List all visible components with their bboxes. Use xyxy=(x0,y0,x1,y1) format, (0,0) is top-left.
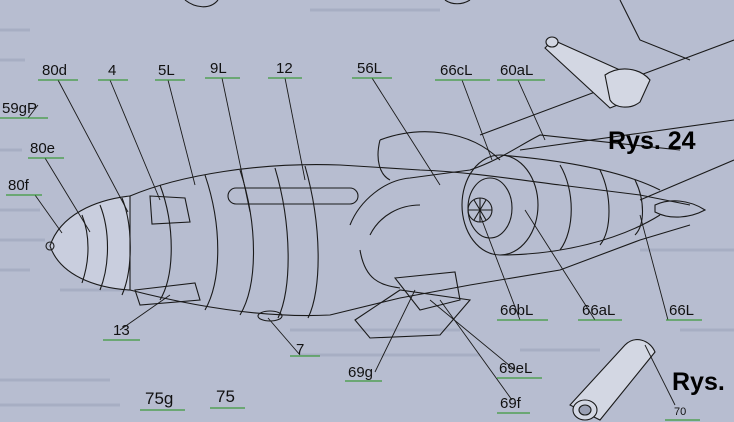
nose-section xyxy=(45,39,734,339)
label-69g: 69g xyxy=(348,364,374,381)
top-fragments xyxy=(184,0,691,61)
label-66bL: 66bL xyxy=(500,302,534,319)
label-80e: 80e xyxy=(30,140,56,157)
label-75: 75 xyxy=(216,387,235,406)
part-70-cylinder xyxy=(569,339,656,421)
label-13: 13 xyxy=(113,322,130,339)
label-70: 70 xyxy=(674,406,687,418)
label-59gP: 59gP xyxy=(2,100,38,117)
spinner xyxy=(49,195,131,291)
label-60aL: 60aL xyxy=(500,62,534,79)
wing-root xyxy=(349,134,681,226)
label-69eL: 69eL xyxy=(499,360,533,377)
label-5L: 5L xyxy=(158,62,175,79)
label-80f: 80f xyxy=(8,177,29,194)
label-12: 12 xyxy=(276,60,293,77)
label-4: 4 xyxy=(108,62,117,79)
background-text-lines xyxy=(0,8,734,407)
label-underlines xyxy=(0,77,702,421)
part-69 xyxy=(393,271,461,311)
intake-66 xyxy=(461,154,661,256)
label-66aL: 66aL xyxy=(582,302,616,319)
label-66cL: 66cL xyxy=(440,62,473,79)
figure-title: Rys. 24 xyxy=(608,127,696,155)
label-9L: 9L xyxy=(210,60,227,77)
label-69f: 69f xyxy=(500,395,521,412)
label-66L: 66L xyxy=(669,302,695,319)
label-80d: 80d xyxy=(42,62,68,79)
tube-part-top xyxy=(544,36,651,109)
label-7: 7 xyxy=(296,341,305,358)
figure-title-next: Rys. xyxy=(672,368,725,396)
label-56L: 56L xyxy=(357,60,383,77)
leader-lines xyxy=(27,77,676,406)
label-75g: 75g xyxy=(145,389,174,408)
fuselage-outline xyxy=(129,164,691,206)
